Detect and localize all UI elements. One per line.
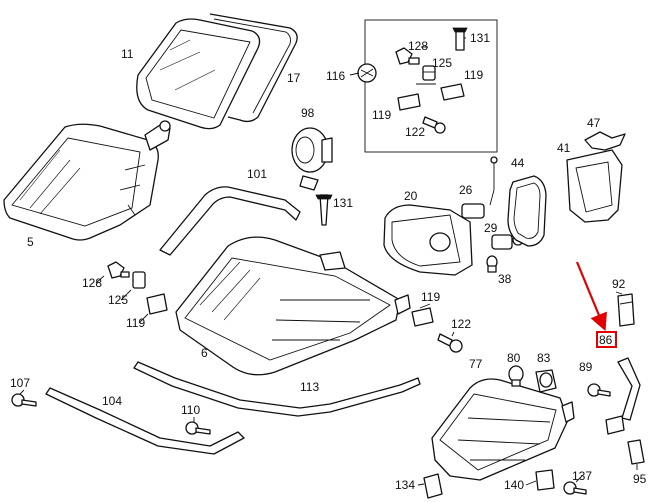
screw-131-part[interactable]	[452, 27, 468, 51]
label-113: 113	[300, 380, 319, 394]
label-119d: 119	[421, 290, 440, 304]
clip-95-part[interactable]	[627, 439, 645, 465]
label-98: 98	[301, 106, 315, 120]
screw-89-part[interactable]	[587, 383, 611, 397]
bulb-80-part[interactable]	[508, 365, 524, 387]
label-116: 116	[326, 69, 345, 83]
label-101: 101	[247, 167, 267, 181]
glass-lens-part[interactable]	[136, 18, 261, 130]
headlamp-assembly-part[interactable]	[175, 236, 411, 376]
seal-44-part[interactable]	[507, 175, 547, 247]
fog-lamp-part[interactable]	[383, 204, 473, 276]
side-lamp-77-part[interactable]	[431, 378, 575, 481]
headlamp-housing-part[interactable]	[3, 120, 171, 241]
clip-119d-part[interactable]	[411, 307, 434, 327]
label-110: 110	[181, 403, 200, 417]
label-125b: 125	[108, 293, 128, 307]
clip-119-part[interactable]	[397, 83, 465, 111]
label-128a: 128	[408, 39, 428, 53]
nut-125-part[interactable]	[422, 65, 436, 81]
nut-125b-part[interactable]	[132, 271, 146, 289]
highlight-arrow	[575, 261, 607, 332]
screw-137-part[interactable]	[563, 481, 587, 495]
leader-lines	[19, 37, 638, 486]
label-5: 5	[27, 235, 34, 249]
label-80: 80	[507, 351, 521, 365]
trim-113-part[interactable]	[133, 361, 421, 417]
screw-131b-part[interactable]	[315, 194, 333, 226]
label-83: 83	[537, 351, 551, 365]
screw-110-part[interactable]	[185, 421, 211, 435]
label-107: 107	[10, 376, 30, 390]
label-38: 38	[498, 272, 512, 286]
label-6: 6	[201, 346, 208, 360]
label-77: 77	[469, 357, 483, 371]
label-137: 137	[572, 469, 592, 483]
label-11: 11	[121, 47, 134, 61]
label-20: 20	[404, 189, 418, 203]
screw-122b-part[interactable]	[437, 333, 463, 353]
label-134: 134	[395, 478, 415, 492]
part-labels: 11 17 116 128 131 125 119 119 122 98 5 1…	[10, 31, 647, 492]
bulb-38-part[interactable]	[486, 255, 498, 273]
clip-92-part[interactable]	[617, 293, 635, 327]
clip-119c-part[interactable]	[146, 293, 168, 315]
label-95: 95	[633, 472, 647, 486]
bolt-128b-part[interactable]	[107, 261, 130, 279]
label-29: 29	[484, 221, 498, 235]
socket-83-part[interactable]	[535, 369, 557, 393]
gasket-part[interactable]	[209, 13, 298, 123]
screw-122-part[interactable]	[422, 116, 446, 134]
frame-41-part[interactable]	[566, 149, 623, 223]
label-131a: 131	[470, 31, 490, 45]
frame-101-part[interactable]	[159, 186, 301, 256]
label-125a: 125	[432, 56, 452, 70]
clip-134-part[interactable]	[423, 473, 443, 499]
highlight-box	[596, 331, 617, 348]
label-119a: 119	[464, 68, 483, 82]
bulb-26-part[interactable]	[461, 156, 498, 219]
adjuster-motor-part[interactable]	[291, 127, 333, 191]
label-47: 47	[587, 116, 601, 130]
bolt-128-part[interactable]	[395, 47, 420, 65]
label-140: 140	[504, 478, 524, 492]
label-17: 17	[287, 71, 301, 85]
label-119b: 119	[372, 108, 391, 122]
clip-140-part[interactable]	[535, 469, 555, 491]
label-104: 104	[102, 394, 122, 408]
label-44: 44	[511, 156, 525, 170]
label-86: 86	[599, 333, 613, 347]
label-122b: 122	[451, 317, 471, 331]
bracket-86-part[interactable]	[605, 357, 641, 435]
screw-107-part[interactable]	[11, 393, 37, 407]
moulding-104-part[interactable]	[45, 387, 245, 455]
label-122a: 122	[405, 125, 425, 139]
label-131b: 131	[333, 196, 353, 210]
label-128b: 128	[82, 276, 102, 290]
label-89: 89	[579, 360, 593, 374]
label-26: 26	[459, 183, 473, 197]
label-119c: 119	[126, 316, 145, 330]
bracket-47-part[interactable]	[584, 131, 626, 151]
label-92: 92	[612, 277, 626, 291]
label-41: 41	[557, 141, 571, 155]
